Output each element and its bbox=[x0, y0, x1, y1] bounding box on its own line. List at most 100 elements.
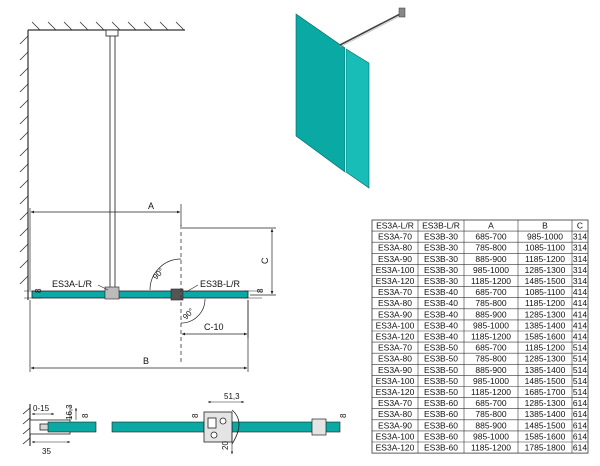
table-cell: 314 bbox=[573, 276, 587, 286]
table-cell: ES3A-80 bbox=[378, 354, 412, 364]
table-cell: ES3B-50 bbox=[424, 365, 458, 375]
thickness-right-label: 8 bbox=[256, 288, 265, 293]
table-cell: 514 bbox=[573, 387, 587, 397]
table-cell: ES3B-50 bbox=[424, 376, 458, 386]
table-cell: 414 bbox=[573, 320, 587, 330]
table-cell: 885-900 bbox=[475, 420, 506, 430]
table-cell: ES3A-100 bbox=[376, 320, 415, 330]
table-cell: ES3B-60 bbox=[424, 431, 458, 441]
dim-a-label: A bbox=[148, 201, 154, 211]
table-cell: ES3A-70 bbox=[378, 398, 412, 408]
detail-dimension-lines bbox=[31, 400, 245, 455]
panel-a-leader bbox=[97, 284, 109, 291]
table-cell: ES3B-40 bbox=[424, 298, 458, 308]
table-cell: ES3A-120 bbox=[376, 276, 415, 286]
glass-panel-b-3d bbox=[345, 48, 370, 189]
table-cell: 1585-1600 bbox=[525, 332, 566, 342]
table-cell: 1285-1300 bbox=[525, 354, 566, 364]
thickness-mark-left bbox=[24, 290, 42, 299]
table-cell: ES3A-70 bbox=[378, 232, 412, 242]
detail-view: 0-15 16,3 35 8 8 51,3 20 8 bbox=[22, 392, 348, 456]
table-cell: ES3B-50 bbox=[424, 354, 458, 364]
table-frame bbox=[371, 219, 589, 454]
glass-detail-mid bbox=[111, 421, 205, 433]
angle-top-label: 90° bbox=[151, 266, 166, 281]
table-cell: ES3B-30 bbox=[424, 254, 458, 264]
table-cell: 614 bbox=[573, 398, 587, 408]
clamp-thickness-label: 8 bbox=[339, 413, 348, 418]
panel-b-label: ES3B-L/R bbox=[200, 279, 241, 289]
table-cell: 614 bbox=[573, 420, 587, 430]
table-header-cell: C bbox=[577, 221, 583, 231]
perspective-view bbox=[295, 7, 406, 189]
table-cell: ES3A-120 bbox=[376, 443, 415, 453]
table-cell: ES3A-90 bbox=[378, 420, 412, 430]
table-cell: 414 bbox=[573, 287, 587, 297]
dimension-c10 bbox=[181, 300, 249, 338]
table-cell: 314 bbox=[573, 265, 587, 275]
table-cell: ES3B-50 bbox=[424, 343, 458, 353]
table-cell: ES3B-40 bbox=[424, 332, 458, 342]
table-cell: ES3A-90 bbox=[378, 309, 412, 319]
table-cell: 414 bbox=[573, 332, 587, 342]
table-cell: ES3B-60 bbox=[424, 420, 458, 430]
table-cell: ES3B-60 bbox=[424, 443, 458, 453]
table-cell: 1385-1400 bbox=[525, 320, 566, 330]
support-bar-clamp bbox=[104, 286, 120, 300]
table-cell: 1685-1700 bbox=[525, 387, 566, 397]
table-cell: ES3B-40 bbox=[424, 320, 458, 330]
table-cell: 785-800 bbox=[475, 409, 506, 419]
dimension-c bbox=[182, 227, 276, 296]
table-cell: ES3A-80 bbox=[378, 243, 412, 253]
ceiling-hatch-lines bbox=[31, 21, 185, 31]
table-cell: ES3B-50 bbox=[424, 387, 458, 397]
table-header-cell: ES3A-L/R bbox=[376, 221, 414, 231]
table-cell: 314 bbox=[573, 243, 587, 253]
table-cell: 685-700 bbox=[475, 287, 506, 297]
table-cell: ES3A-90 bbox=[378, 365, 412, 375]
table-cell: ES3B-30 bbox=[424, 243, 458, 253]
table-cell: ES3A-100 bbox=[376, 376, 415, 386]
dimension-a bbox=[29, 204, 182, 290]
glass-panel-a-plan bbox=[31, 290, 175, 299]
dim-c10-label: C-10 bbox=[204, 322, 224, 332]
table-cell: 1085-1100 bbox=[525, 243, 565, 253]
table-cell: 885-900 bbox=[475, 254, 506, 264]
table-cell: 1485-1500 bbox=[525, 420, 566, 430]
dim-c-label: C bbox=[260, 257, 270, 264]
table-cell: 985-1000 bbox=[473, 431, 509, 441]
table-cell: 1185-1200 bbox=[471, 443, 511, 453]
support-bar-3d-highlight bbox=[339, 14, 403, 48]
thickness-mark-right bbox=[244, 290, 262, 299]
profile-gap-label: 0-15 bbox=[33, 404, 50, 413]
wall-hatch-lines bbox=[19, 35, 29, 285]
table-cell: 614 bbox=[573, 409, 587, 419]
table-cell: 785-800 bbox=[475, 354, 506, 364]
table-cell: ES3A-120 bbox=[376, 387, 415, 397]
table-cell: ES3A-90 bbox=[378, 254, 412, 264]
plan-view: A B C-10 C 90° 90° ES3A-L/R ES3B-L/R bbox=[19, 21, 276, 372]
ceiling-mount-3d bbox=[398, 7, 406, 18]
angle-arc-top bbox=[149, 258, 182, 291]
profile-thickness-label: 8 bbox=[81, 413, 90, 418]
table-cell: 314 bbox=[573, 254, 587, 264]
table-cell: 514 bbox=[573, 376, 587, 386]
wall-profile-hatch bbox=[22, 407, 31, 445]
table-cell: 685-700 bbox=[475, 343, 506, 353]
table-cell: 685-700 bbox=[475, 232, 506, 242]
clamp-profile bbox=[203, 409, 240, 445]
table-cell: ES3A-100 bbox=[376, 265, 415, 275]
mid-thickness-label: 8 bbox=[191, 413, 200, 418]
table-cell: ES3B-30 bbox=[424, 265, 458, 275]
table-cell: 785-800 bbox=[475, 298, 506, 308]
table-cell: ES3A-80 bbox=[378, 409, 412, 419]
table-cell: ES3A-70 bbox=[378, 287, 412, 297]
table-cell: ES3B-60 bbox=[424, 398, 458, 408]
panel-b-leader bbox=[185, 284, 199, 293]
thickness-left-label: 8 bbox=[34, 288, 43, 293]
table-cell: 785-800 bbox=[475, 243, 506, 253]
glass-panel-b-plan bbox=[179, 290, 249, 299]
clamp-height-label: 20 bbox=[221, 441, 230, 450]
profile-width-label: 35 bbox=[42, 447, 51, 456]
table-cell: 514 bbox=[573, 365, 587, 375]
